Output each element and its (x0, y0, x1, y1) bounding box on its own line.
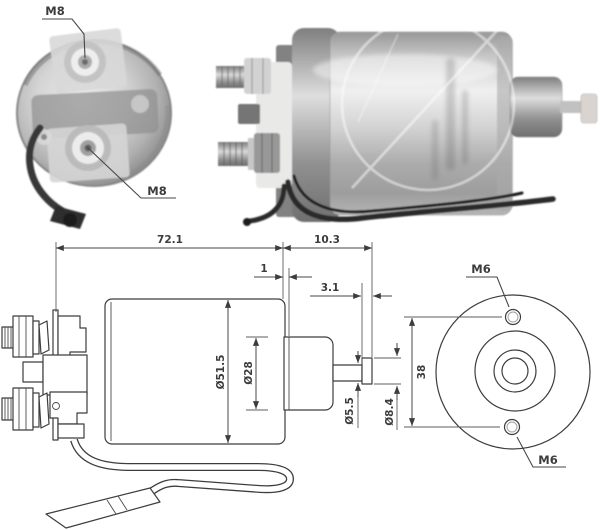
lead-wire-short-tip (243, 218, 251, 226)
m8-label-top: M8 (45, 4, 64, 18)
rivet-left-center (41, 134, 47, 140)
photo-end-view (16, 28, 172, 229)
dim-overall-length: 72.1 (157, 234, 183, 246)
cable-connector (45, 487, 161, 529)
cap-assembly (1, 309, 88, 441)
battery-stud-bottom (218, 133, 280, 173)
pin-outline (361, 357, 373, 385)
mounting-hole-bottom-thread (506, 421, 518, 433)
m6-leader-top (466, 276, 510, 308)
rivet-right (131, 95, 149, 113)
m8-label-bottom: M8 (147, 184, 166, 198)
lead-wire-short (247, 183, 287, 224)
stamped-marking (432, 58, 468, 180)
lead-wire-long-2 (292, 174, 524, 214)
dim-shaft-diameter: Ø5.5 (344, 397, 356, 425)
m8-leader-bottom (86, 146, 176, 199)
dim-tube-diameter: Ø28 (243, 361, 255, 385)
drawing-side-view (1, 242, 401, 529)
dim-tip-diameter: Ø8.4 (384, 398, 396, 426)
m8-leader-top (42, 18, 86, 59)
end-view-labels: M8 M8 (42, 4, 176, 199)
watermark (340, 16, 516, 192)
rim-shadow-right (118, 104, 172, 183)
bore-circle (501, 357, 529, 385)
plunger-rod (560, 101, 584, 113)
boss-outline (283, 336, 334, 411)
body-outline (104, 298, 286, 445)
dim-flange-thickness: 1 (260, 263, 267, 275)
battery-stud-top (216, 58, 271, 94)
ground-wire-eyelet (63, 213, 77, 227)
dim-rear-length: 10.3 (314, 234, 340, 246)
dimension-lines (55, 244, 401, 444)
stud-top-drawing (1, 315, 50, 358)
dim-hole-spacing: 38 (416, 365, 428, 380)
side-view-dim-texts: 72.1 10.3 1 3.1 Ø51.5 Ø28 Ø5.5 Ø8.4 (157, 234, 396, 426)
plunger-tip (580, 93, 598, 124)
mid-nut (238, 104, 260, 124)
lead-wire-long (285, 179, 556, 223)
dim-pin-length: 3.1 (321, 282, 340, 294)
front-view-dim-texts: 38 M6 M6 (416, 262, 558, 467)
m6-label-top: M6 (471, 262, 490, 276)
body-end-shade (497, 36, 513, 211)
terminal-stud-top (64, 41, 106, 83)
drawing-front-view (404, 276, 591, 468)
stud-bottom-drawing (1, 387, 50, 431)
mounting-hole-top-thread (507, 311, 519, 323)
end-cap (509, 76, 563, 138)
center-band (31, 89, 159, 139)
m6-label-bottom: M6 (538, 453, 557, 467)
cable-drawing (45, 438, 295, 529)
dim-body-diameter: Ø51.5 (215, 355, 227, 390)
photo-side-view (216, 16, 598, 226)
shaft-outline (332, 364, 363, 382)
m6-leader-bottom (516, 436, 566, 468)
